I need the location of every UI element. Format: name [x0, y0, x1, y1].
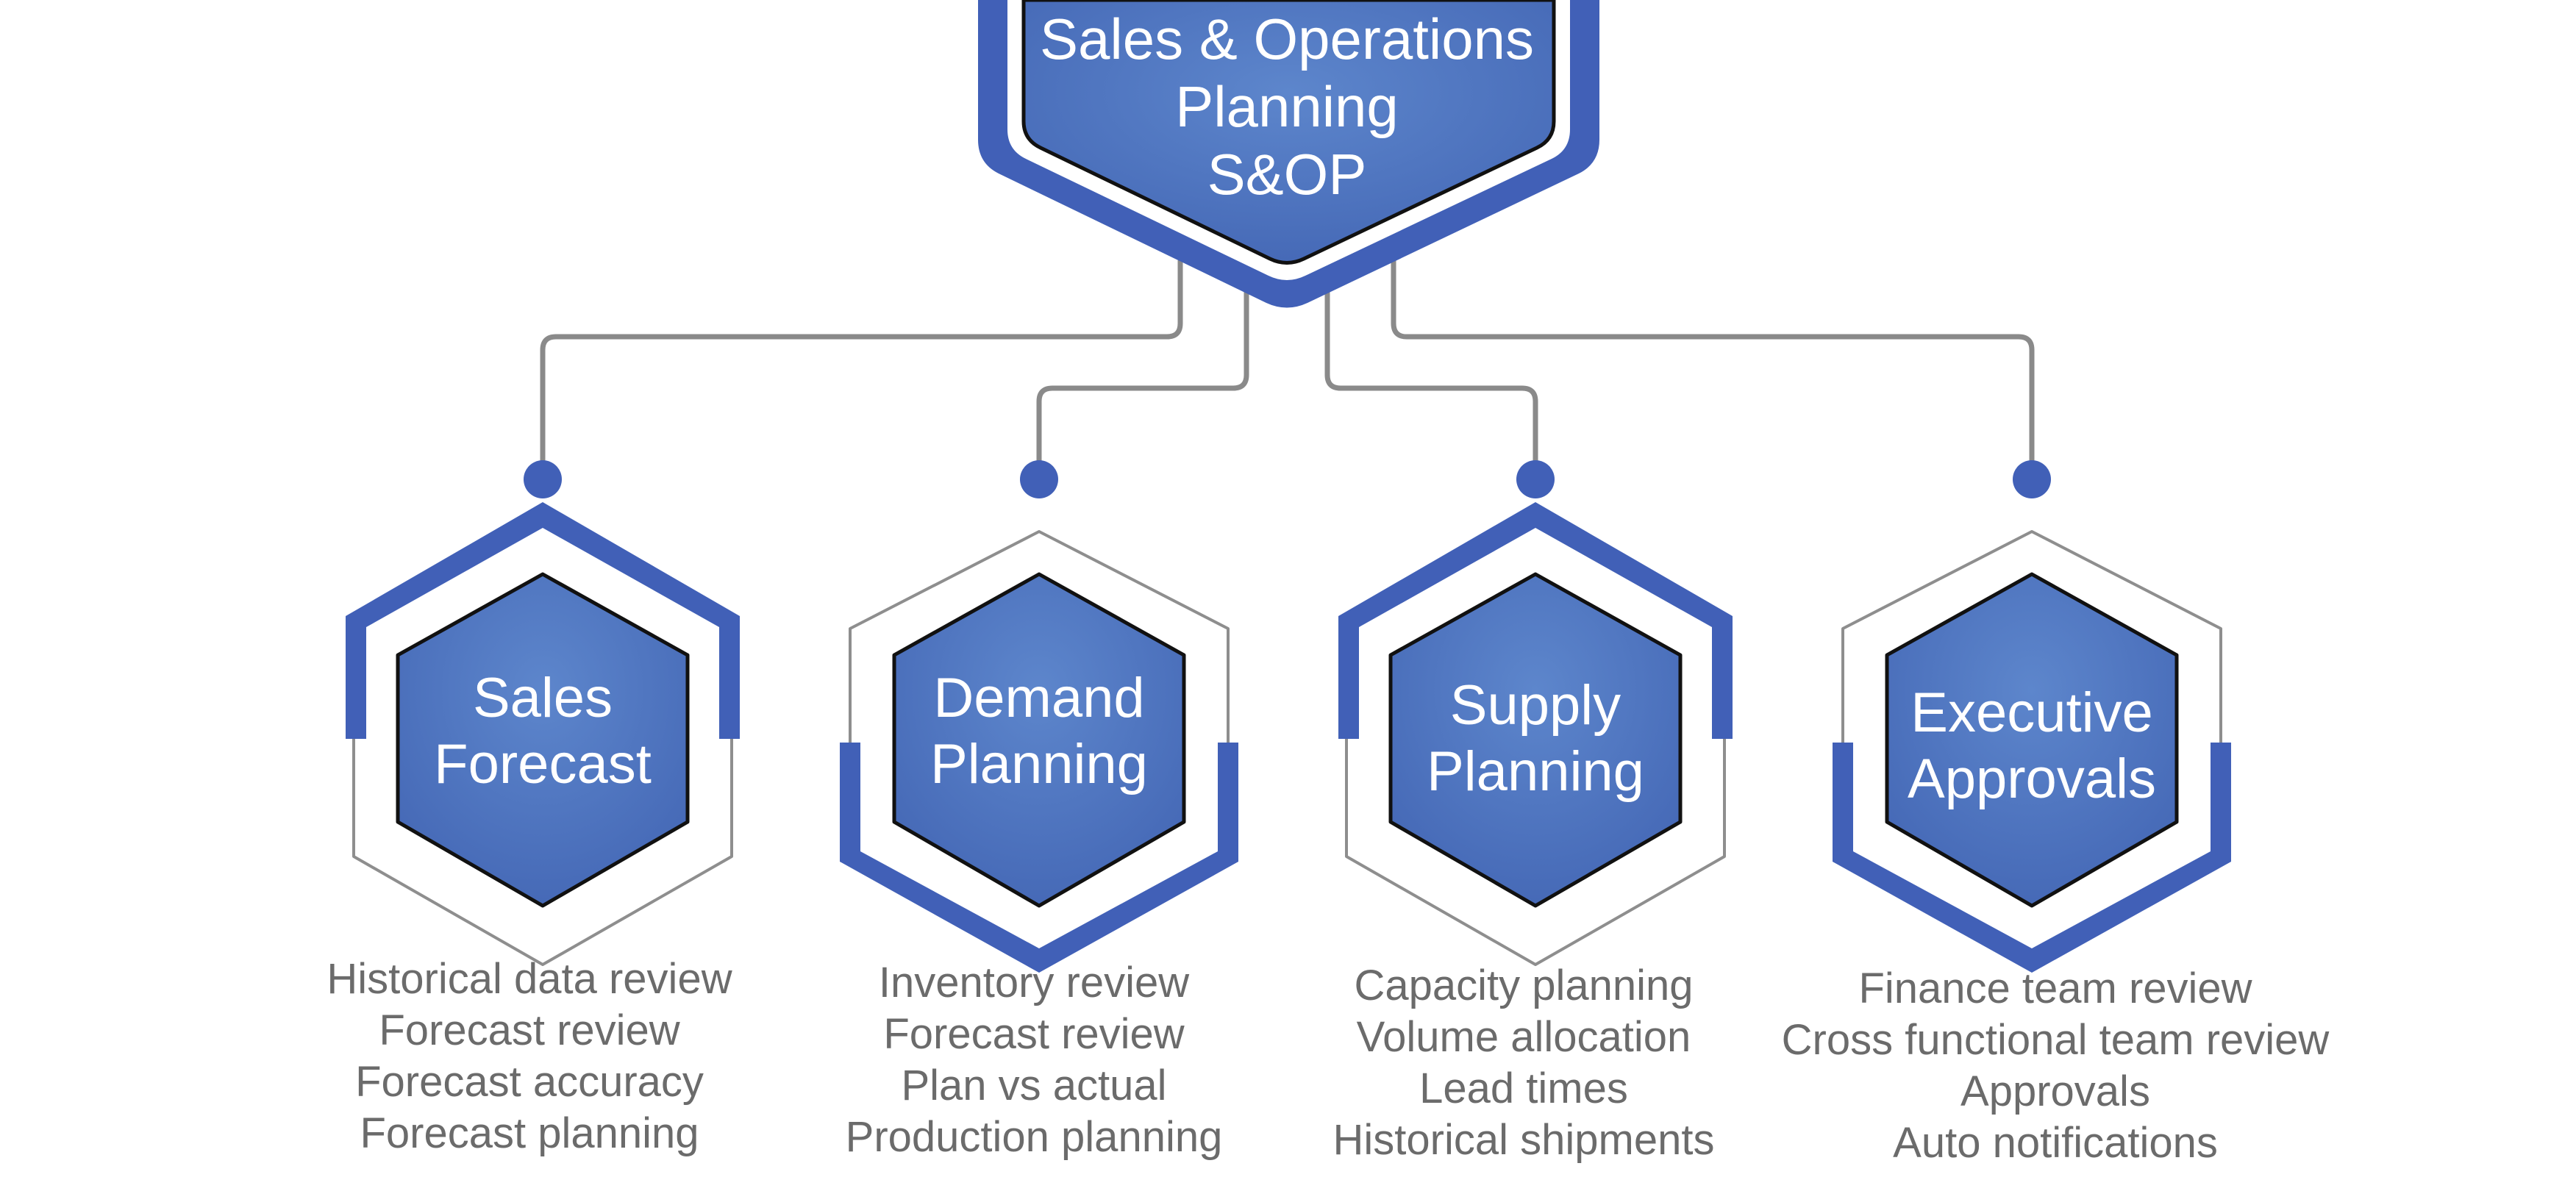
dot-sales-forecast: [524, 460, 562, 498]
branch-items-demand-planning: Inventory review Forecast review Plan vs…: [769, 957, 1299, 1163]
list-item: Forecast accuracy: [355, 1058, 704, 1106]
connector-sales-forecast: [540, 258, 1183, 473]
list-item: Production planning: [845, 1113, 1223, 1161]
connector-dots: [524, 460, 2051, 498]
branch-title-line: Executive: [1910, 682, 2153, 745]
root-title-line: Planning: [1175, 74, 1399, 139]
list-item: Forecast planning: [360, 1109, 699, 1157]
branch-title-executive-approvals: Executive Approvals: [1892, 673, 2172, 820]
list-item: Historical shipments: [1332, 1116, 1715, 1164]
list-item: Approvals: [1960, 1067, 2150, 1115]
list-item: Volume allocation: [1356, 1013, 1691, 1061]
list-item: Historical data review: [327, 955, 732, 1003]
branch-hexagon-demand-planning: [840, 530, 1238, 973]
branch-title-line: Sales: [472, 667, 613, 730]
root-title: Sales & Operations Planning S&OP: [1030, 4, 1544, 210]
branch-title-line: Planning: [930, 733, 1148, 795]
branch-title-line: Forecast: [434, 733, 652, 795]
branch-title-line: Planning: [1427, 740, 1644, 803]
branch-title-demand-planning: Demand Planning: [899, 658, 1179, 805]
list-item: Lead times: [1419, 1065, 1628, 1112]
branch-hexagon-supply-planning: [1338, 502, 1733, 966]
branch-title-line: Demand: [933, 667, 1145, 730]
dot-demand-planning: [1020, 460, 1058, 498]
branch-items-executive-approvals: Finance team review Cross functional tea…: [1724, 963, 2386, 1169]
connector-executive-approvals: [1391, 258, 2035, 473]
list-item: Capacity planning: [1354, 962, 1694, 1009]
dot-supply-planning: [1516, 460, 1555, 498]
list-item: Forecast review: [379, 1006, 680, 1054]
list-item: Inventory review: [878, 959, 1190, 1006]
list-item: Auto notifications: [1893, 1119, 2218, 1167]
root-title-line: Sales & Operations: [1039, 6, 1535, 71]
root-hexagon: [978, 0, 1599, 308]
branch-hexagon-sales-forecast: [346, 502, 740, 966]
branch-items-supply-planning: Capacity planning Volume allocation Lead…: [1259, 960, 1788, 1166]
branch-title-line: Supply: [1449, 674, 1621, 737]
branch-items-sales-forecast: Historical data review Forecast review F…: [265, 954, 794, 1159]
connector-demand-planning: [1036, 280, 1249, 473]
branch-title-supply-planning: Supply Planning: [1396, 665, 1675, 812]
connector-supply-planning: [1324, 280, 1538, 473]
branch-title-sales-forecast: Sales Forecast: [403, 658, 682, 805]
root-title-line: S&OP: [1207, 142, 1367, 207]
list-item: Forecast review: [883, 1010, 1185, 1058]
branch-hexagon-executive-approvals: [1833, 530, 2231, 973]
list-item: Finance team review: [1858, 965, 2252, 1012]
list-item: Plan vs actual: [901, 1062, 1167, 1109]
dot-executive-approvals: [2013, 460, 2051, 498]
list-item: Cross functional team review: [1781, 1016, 2330, 1064]
connector-lines: [540, 258, 2035, 473]
branch-title-line: Approvals: [1908, 748, 2156, 810]
